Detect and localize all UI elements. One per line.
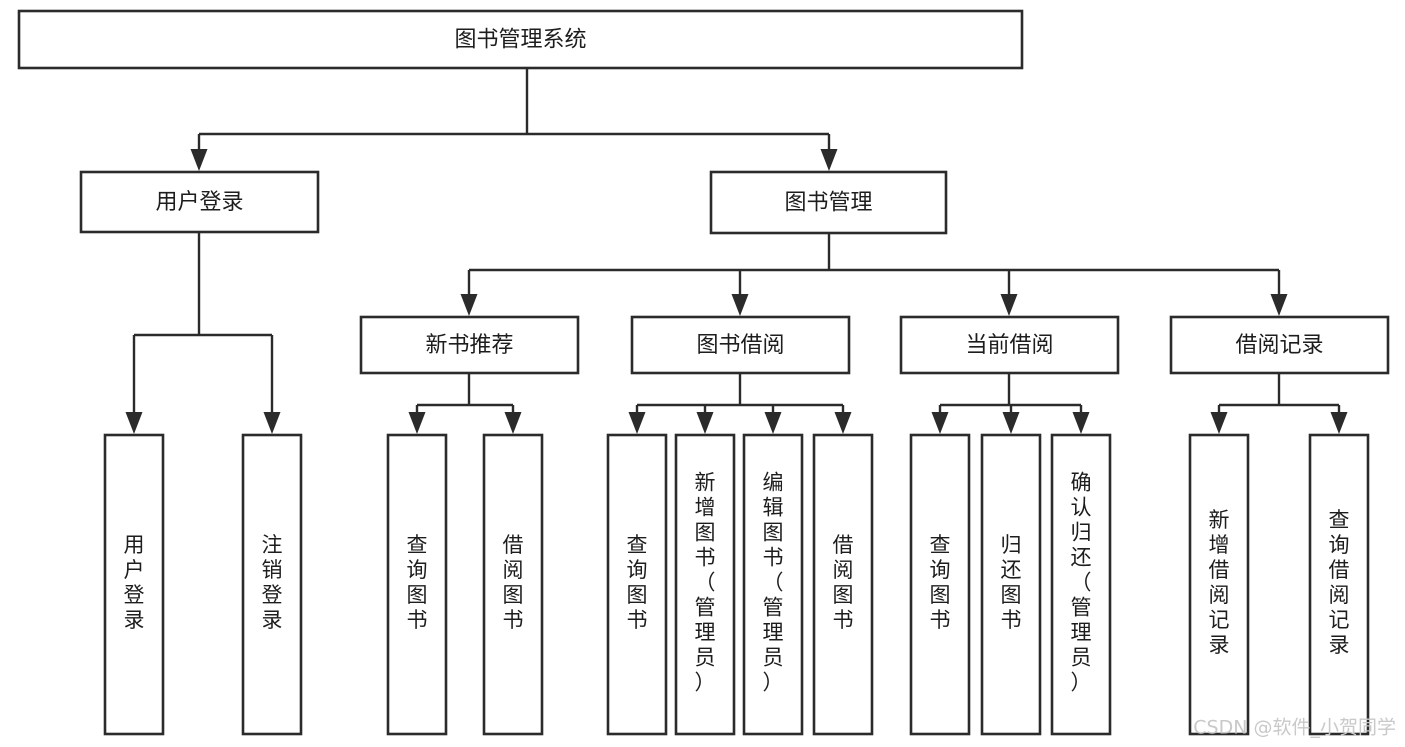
node-label-current-borrow: 当前借阅: [965, 333, 1053, 358]
node-new-book-recommend[interactable]: 新书推荐: [359, 315, 580, 375]
node-leaf-confirm-return-admin[interactable]: 确认归还（管理员）: [1050, 433, 1112, 736]
node-box-borrow-record[interactable]: [1169, 315, 1390, 375]
node-layer: 图书管理系统用户登录图书管理新书推荐图书借阅当前借阅借阅记录用户登录注销登录查询…: [17, 9, 1390, 736]
node-label-leaf-query-book-current: 查询图书: [930, 533, 951, 632]
node-label-leaf-query-book-recommend: 查询图书: [407, 533, 428, 632]
node-label-leaf-user-login: 用户登录: [124, 533, 145, 632]
node-box-leaf-query-book-recommend[interactable]: [386, 433, 448, 736]
connector-conn-user-login-bus: [125, 232, 281, 434]
node-leaf-edit-book-admin[interactable]: 编辑图书（管理员）: [742, 433, 804, 736]
node-box-root[interactable]: [17, 9, 1024, 70]
node-box-leaf-query-book-borrow[interactable]: [606, 433, 668, 736]
node-label-root: 图书管理系统: [454, 28, 586, 53]
node-leaf-add-book-admin[interactable]: 新增图书（管理员）: [674, 433, 736, 736]
node-book-management[interactable]: 图书管理: [709, 170, 948, 235]
connector-conn-borrow-record-bus: [1210, 373, 1348, 434]
node-label-leaf-return-book: 归还图书: [1001, 533, 1022, 632]
node-root[interactable]: 图书管理系统: [17, 9, 1024, 70]
node-label-leaf-logout-login: 注销登录: [262, 533, 283, 632]
node-leaf-logout-login[interactable]: 注销登录: [241, 433, 303, 736]
node-label-leaf-borrow-book-recommend: 借阅图书: [503, 533, 524, 632]
csdn-watermark: CSDN @软件_小贺同学: [1193, 717, 1396, 739]
node-leaf-query-book-current[interactable]: 查询图书: [909, 433, 971, 736]
node-box-book-management[interactable]: [709, 170, 948, 235]
node-label-book-management: 图书管理: [784, 191, 872, 216]
node-leaf-query-book-recommend[interactable]: 查询图书: [386, 433, 448, 736]
node-book-borrow[interactable]: 图书借阅: [630, 315, 851, 375]
node-box-leaf-logout-login[interactable]: [241, 433, 303, 736]
node-box-user-login[interactable]: [79, 170, 320, 234]
node-leaf-user-login[interactable]: 用户登录: [103, 433, 165, 736]
node-box-leaf-confirm-return-admin[interactable]: [1050, 433, 1112, 736]
connector-conn-book-management-bus: [460, 233, 1288, 316]
node-box-current-borrow[interactable]: [899, 315, 1120, 375]
node-label-leaf-query-book-borrow: 查询图书: [627, 533, 648, 632]
node-box-leaf-query-borrow-record[interactable]: [1308, 433, 1370, 736]
node-current-borrow[interactable]: 当前借阅: [899, 315, 1120, 375]
node-box-leaf-user-login[interactable]: [103, 433, 165, 736]
node-box-leaf-add-borrow-record[interactable]: [1188, 433, 1250, 736]
node-label-leaf-confirm-return-admin: 确认归还（管理员）: [1071, 471, 1092, 695]
node-box-leaf-add-book-admin[interactable]: [674, 433, 736, 736]
node-leaf-add-borrow-record[interactable]: 新增借阅记录: [1188, 433, 1250, 736]
node-label-user-login: 用户登录: [155, 190, 243, 215]
node-label-leaf-add-book-admin: 新增图书（管理员）: [695, 471, 716, 695]
node-leaf-borrow-book[interactable]: 借阅图书: [812, 433, 874, 736]
node-leaf-query-borrow-record[interactable]: 查询借阅记录: [1308, 433, 1370, 736]
node-label-leaf-query-borrow-record: 查询借阅记录: [1329, 508, 1350, 657]
node-box-leaf-return-book[interactable]: [980, 433, 1042, 736]
node-box-leaf-query-book-current[interactable]: [909, 433, 971, 736]
node-box-leaf-edit-book-admin[interactable]: [742, 433, 804, 736]
connector-conn-current-borrow-bus: [931, 373, 1090, 434]
node-box-leaf-borrow-book-recommend[interactable]: [482, 433, 544, 736]
node-label-borrow-record: 借阅记录: [1235, 333, 1323, 358]
node-user-login[interactable]: 用户登录: [79, 170, 320, 234]
node-label-new-book-recommend: 新书推荐: [425, 333, 513, 358]
node-box-book-borrow[interactable]: [630, 315, 851, 375]
node-leaf-borrow-book-recommend[interactable]: 借阅图书: [482, 433, 544, 736]
node-box-leaf-borrow-book[interactable]: [812, 433, 874, 736]
connector-conn-new-book-bus: [408, 373, 522, 434]
node-leaf-query-book-borrow[interactable]: 查询图书: [606, 433, 668, 736]
node-label-leaf-edit-book-admin: 编辑图书（管理员）: [763, 471, 784, 695]
connector-layer: [125, 68, 1348, 434]
node-label-leaf-borrow-book: 借阅图书: [833, 533, 854, 632]
connector-conn-book-borrow-bus: [628, 373, 852, 434]
node-label-book-borrow: 图书借阅: [696, 333, 784, 358]
node-box-new-book-recommend[interactable]: [359, 315, 580, 375]
node-borrow-record[interactable]: 借阅记录: [1169, 315, 1390, 375]
connector-conn-root-bus: [190, 68, 838, 171]
node-leaf-return-book[interactable]: 归还图书: [980, 433, 1042, 736]
node-label-leaf-add-borrow-record: 新增借阅记录: [1209, 508, 1230, 657]
